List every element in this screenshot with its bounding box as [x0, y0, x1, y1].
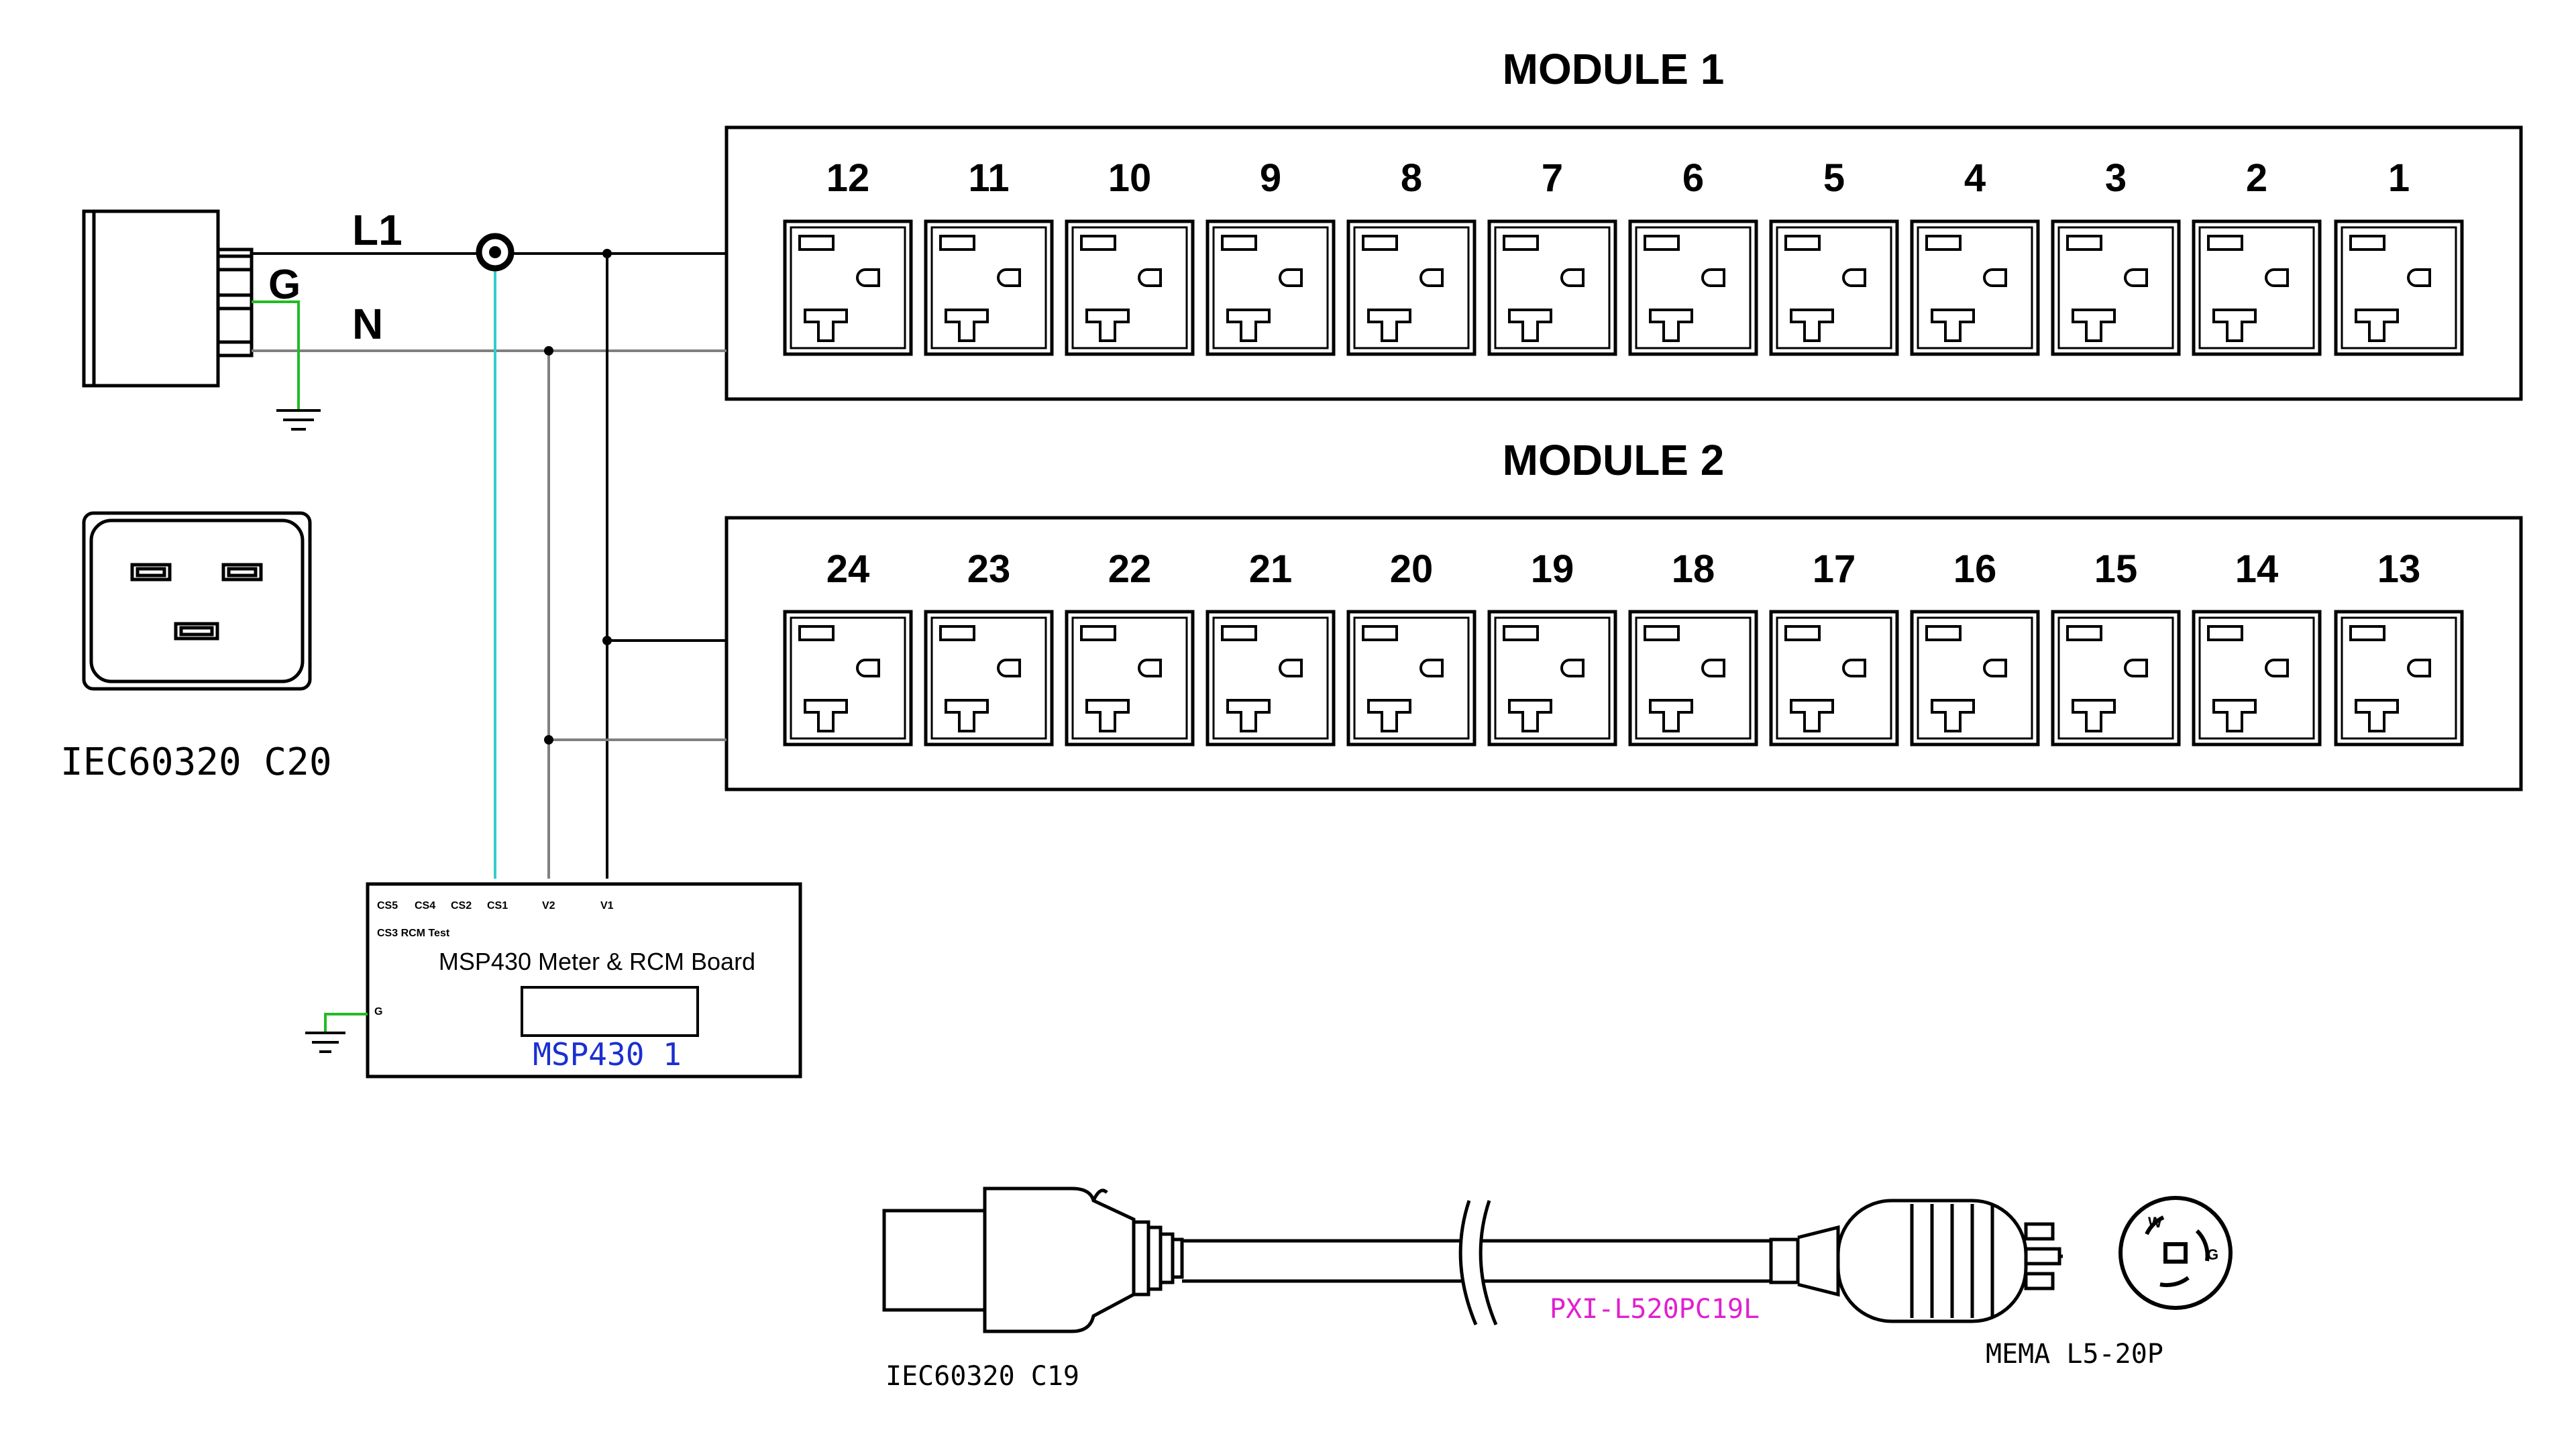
- board-chip-label: MSP430 1: [533, 1036, 682, 1072]
- junction-dot: [544, 346, 553, 355]
- pin-label-v2: V2: [542, 900, 555, 912]
- current-transformer-icon: [476, 233, 515, 272]
- outlet-16: 16: [1910, 547, 2040, 747]
- outlet-12: 12: [783, 156, 913, 356]
- outlet-number-21: 21: [1249, 547, 1293, 591]
- outlet-10: 10: [1065, 156, 1195, 356]
- outlet-number-3: 3: [2105, 156, 2127, 200]
- outlet-23: 23: [924, 547, 1054, 747]
- outlet-number-1: 1: [2388, 156, 2410, 200]
- outlet-number-4: 4: [1964, 156, 1986, 200]
- board-ground-wire: [324, 1013, 368, 1033]
- pin-label-cs3-rcm-test: CS3 RCM Test: [377, 928, 450, 939]
- wire-label-n: N: [352, 300, 383, 348]
- outlet-6: 6: [1628, 156, 1758, 356]
- outlet-number-24: 24: [826, 547, 870, 591]
- module-2-housing: [724, 516, 2523, 791]
- outlet-24: 24: [783, 547, 913, 747]
- module-1-title: MODULE 1: [1503, 45, 1725, 93]
- plug-face-letter-g: G: [2207, 1246, 2218, 1263]
- outlet-number-15: 15: [2094, 547, 2138, 591]
- outlet-11: 11: [924, 156, 1054, 356]
- pin-label-cs1: CS1: [487, 900, 508, 912]
- outlet-1: 1: [2334, 156, 2464, 356]
- outlet-number-20: 20: [1390, 547, 1434, 591]
- outlet-number-12: 12: [826, 156, 870, 200]
- outlet-14: 14: [2192, 547, 2322, 747]
- plug-face-letter-w: W: [2148, 1214, 2162, 1231]
- inlet-label: IEC60320 C20: [60, 740, 332, 784]
- board-title: MSP430 Meter & RCM Board: [439, 948, 755, 975]
- pin-label-v1: V1: [600, 900, 614, 912]
- outlet-number-2: 2: [2246, 156, 2267, 200]
- pin-label-g: G: [374, 1006, 382, 1017]
- module-1-outlets: 12 11 10 9 8 7 6 5 4 3 2 1: [783, 156, 2464, 356]
- outlet-number-14: 14: [2235, 547, 2279, 591]
- cord-right-label: MEMA L5-20P: [1986, 1339, 2163, 1370]
- junction-dot: [602, 636, 612, 645]
- wire-label-g: G: [268, 262, 301, 308]
- power-cord-icon: [882, 1187, 2063, 1333]
- outlet-21: 21: [1205, 547, 1336, 747]
- outlet-22: 22: [1065, 547, 1195, 747]
- outlet-number-13: 13: [2377, 547, 2421, 591]
- module-2-title: MODULE 2: [1503, 436, 1725, 484]
- outlet-number-17: 17: [1813, 547, 1856, 591]
- outlet-number-9: 9: [1260, 156, 1281, 200]
- outlet-number-7: 7: [1542, 156, 1563, 200]
- outlet-18: 18: [1628, 547, 1758, 747]
- cord-left-label: IEC60320 C19: [885, 1361, 1079, 1392]
- module-1-housing: [724, 125, 2523, 401]
- junction-dot: [544, 735, 553, 744]
- outlet-3: 3: [2051, 156, 2181, 356]
- pin-label-cs5: CS5: [377, 900, 398, 912]
- outlet-number-6: 6: [1682, 156, 1704, 200]
- c20-inlet-face-icon: [82, 511, 312, 691]
- outlet-13: 13: [2334, 547, 2464, 747]
- outlet-number-8: 8: [1401, 156, 1422, 200]
- outlet-8: 8: [1346, 156, 1477, 356]
- outlet-2: 2: [2192, 156, 2322, 356]
- pin-label-cs2: CS2: [451, 900, 472, 912]
- junction-dot: [602, 249, 612, 258]
- cord-part-number: PXI-L520PC19L: [1550, 1294, 1760, 1325]
- outlet-number-16: 16: [1953, 547, 1997, 591]
- outlet-4: 4: [1910, 156, 2040, 356]
- outlet-17: 17: [1769, 547, 1899, 747]
- outlet-number-18: 18: [1672, 547, 1715, 591]
- outlet-number-22: 22: [1108, 547, 1152, 591]
- outlet-19: 19: [1487, 547, 1617, 747]
- wire-ground: [252, 300, 300, 410]
- outlet-5: 5: [1769, 156, 1899, 356]
- wire-label-l1: L1: [352, 206, 402, 254]
- outlet-9: 9: [1205, 156, 1336, 356]
- outlet-15: 15: [2051, 547, 2181, 747]
- l5-20p-plug-face-icon: [2118, 1196, 2233, 1310]
- power-inlet: [82, 209, 254, 388]
- pin-label-cs4: CS4: [415, 900, 435, 912]
- outlet-7: 7: [1487, 156, 1617, 356]
- outlet-number-23: 23: [967, 547, 1011, 591]
- outlet-number-11: 11: [968, 156, 1009, 200]
- module-2-outlets: 24 23 22 21 20 19 18 17 16 15 14 13: [783, 547, 2464, 747]
- outlet-number-10: 10: [1108, 156, 1152, 200]
- board-display-window: [521, 986, 699, 1037]
- outlet-number-19: 19: [1531, 547, 1574, 591]
- outlet-number-5: 5: [1823, 156, 1845, 200]
- ground-symbol-inlet: [276, 409, 321, 431]
- outlet-20: 20: [1346, 547, 1477, 747]
- msp430-board: [366, 882, 802, 1079]
- ground-symbol-board: [305, 1032, 345, 1053]
